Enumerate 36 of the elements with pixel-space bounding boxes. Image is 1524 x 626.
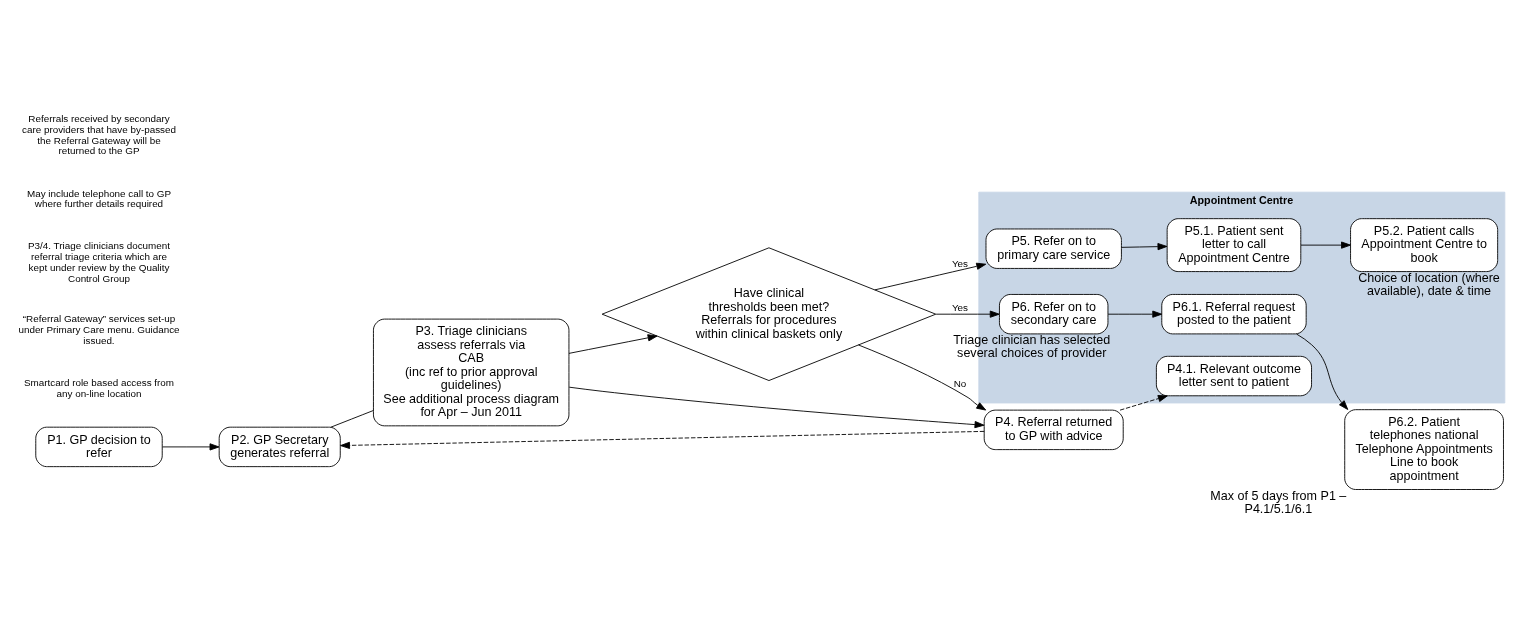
arrow (568, 386, 985, 428)
node-box: P6.1. Referral request posted to the patient (1161, 293, 1307, 334)
node-box: P5. Refer on to primary care service (985, 228, 1122, 269)
node-box: P1. GP decision to refer (35, 426, 163, 467)
node-box: P2. GP Secretary generates referral (218, 426, 341, 467)
edge-label: Yes (951, 301, 969, 313)
node-box: P6.2. Patient telephones national Telephone Appointments Line to book appointment (1344, 408, 1504, 490)
arrow (1300, 241, 1351, 249)
edge-label: No (953, 377, 967, 389)
arrow (858, 344, 987, 410)
label: P3/4. Triage clinicians document referral triage criteria which are kept under review by the Quality Control Group (28, 239, 170, 284)
label: Referrals received by secondary care providers that have by-passed the Referral Gateway will be returned to the GP (22, 112, 176, 156)
node-box: P5.2. Patient calls Appointment Centre to book (1350, 217, 1499, 272)
arrow (340, 430, 985, 449)
node-label: Choice of location (where available), date & time (1358, 270, 1500, 298)
label: May include telephone call to GP where further details required (26, 187, 172, 209)
node-label: Triage clinician has selected several choices of provider (953, 332, 1111, 360)
arrow (1296, 333, 1349, 410)
node-box: P5.1. Patient sent letter to call Appointment Centre (1166, 217, 1302, 272)
node-label: Max of 5 days from P1 – P4.1/5.1/6.1 (1210, 488, 1347, 516)
arrow (1121, 242, 1168, 250)
label: “Referral Gateway” services set-up under Primary Care menu. Guidance issued. (18, 312, 180, 346)
node-diamond: Have clinical thresholds been met? Referrals for procedures within clinical baskets only (601, 246, 937, 381)
arrow (1119, 394, 1168, 411)
edge-label: Yes (951, 257, 969, 269)
arrow (162, 442, 220, 450)
arrow (568, 333, 658, 354)
node-box: P3. Triage clinicians assess referrals via CAB (inc ref to prior approval guidelines) See additional process diagram for Apr – Jun 2011 (373, 318, 570, 426)
arrow (935, 310, 1000, 318)
arrow (1107, 310, 1163, 318)
label: Smartcard role based access from any on-line location (23, 376, 175, 398)
connector (330, 409, 374, 428)
node-box: P6. Refer on to secondary care (999, 293, 1109, 334)
node-box: P4.1. Relevant outcome letter sent to patient (1155, 355, 1312, 396)
arrow (874, 262, 987, 290)
node-box: P4. Referral returned to GP with advice (983, 409, 1124, 450)
